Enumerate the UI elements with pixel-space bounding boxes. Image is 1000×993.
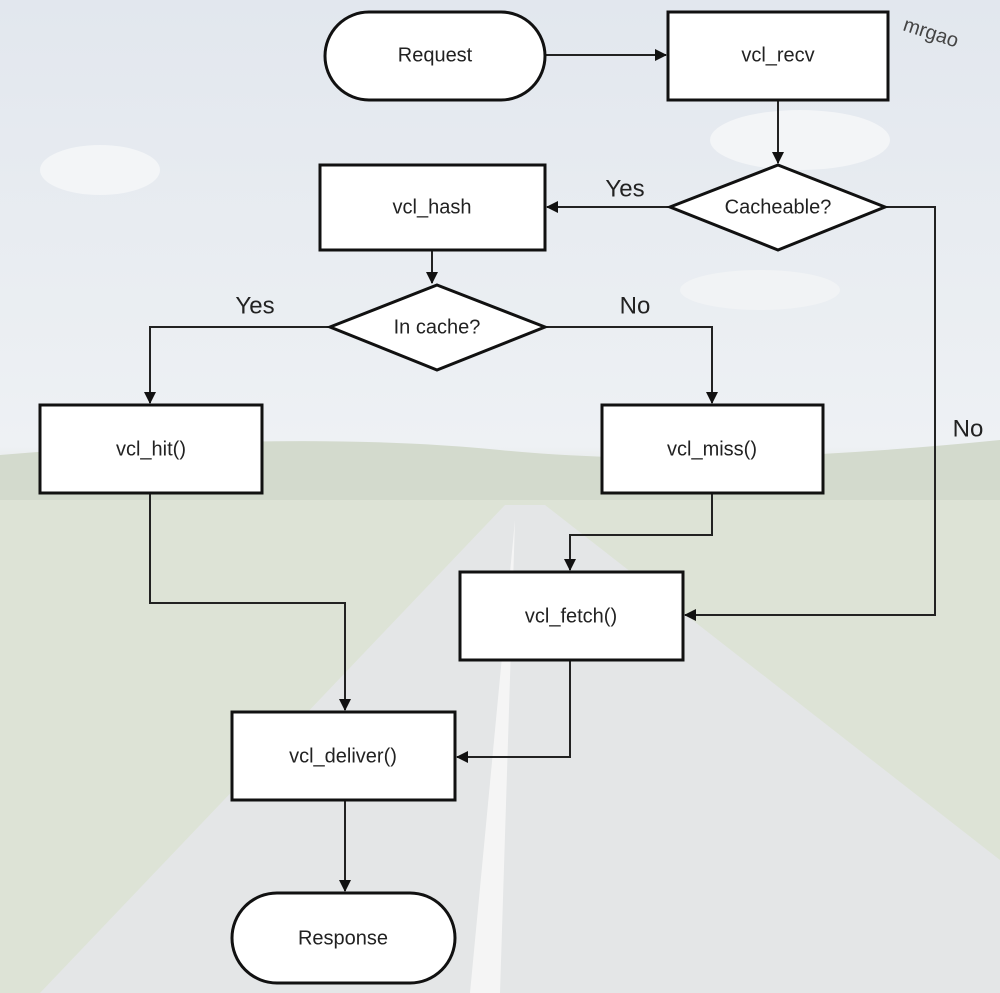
vcl-deliver-label: vcl_deliver(): [289, 745, 397, 767]
arrow-miss-fetch: [564, 493, 713, 571]
node-vcl-fetch: vcl_fetch(): [458, 570, 685, 662]
connectors: [144, 49, 936, 892]
node-vcl-recv: vcl_recv: [666, 10, 890, 102]
cacheable-no-label: No: [953, 415, 984, 442]
node-response: Response: [230, 891, 457, 985]
arrow-cacheable-fetch: [684, 206, 936, 621]
in-cache-yes-label: Yes: [235, 292, 274, 319]
node-vcl-hit: vcl_hit(): [38, 403, 264, 495]
node-request: Request: [323, 10, 547, 102]
vcl-fetch-label: vcl_fetch(): [525, 605, 617, 627]
response-label: Response: [298, 927, 388, 949]
arrow-incache-miss: [545, 326, 718, 404]
arrow-hit-deliver: [149, 493, 351, 711]
node-vcl-deliver: vcl_deliver(): [230, 710, 457, 802]
vcl-hash-label: vcl_hash: [393, 196, 472, 218]
node-vcl-hash: vcl_hash: [318, 163, 547, 252]
arrow-fetch-deliver: [456, 660, 571, 763]
node-vcl-miss: vcl_miss(): [600, 403, 825, 495]
node-in-cache: In cache?: [325, 283, 550, 372]
cacheable-yes-label: Yes: [605, 175, 644, 202]
request-label: Request: [398, 44, 473, 66]
cacheable-label: Cacheable?: [725, 196, 832, 218]
arrow-incache-hit: [144, 326, 330, 404]
vcl-hit-label: vcl_hit(): [116, 438, 186, 460]
in-cache-no-label: No: [620, 292, 651, 319]
vcl-miss-label: vcl_miss(): [667, 438, 757, 460]
vcl-recv-label: vcl_recv: [741, 44, 814, 66]
in-cache-label: In cache?: [394, 316, 481, 338]
node-cacheable: Cacheable?: [665, 163, 890, 252]
